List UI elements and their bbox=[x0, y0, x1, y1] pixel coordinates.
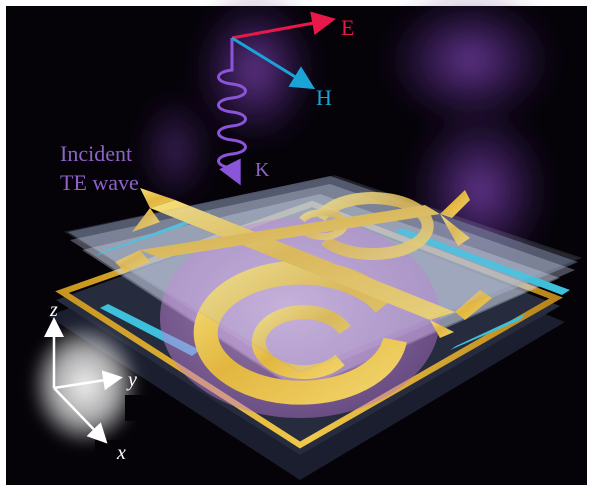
top-glass-plate bbox=[63, 175, 583, 373]
x-axis-arrow bbox=[53, 387, 108, 444]
incident-label-line2: TE wave bbox=[60, 170, 139, 195]
incident-wave bbox=[217, 11, 336, 186]
purple-haze bbox=[135, 0, 560, 280]
e-field-arrow bbox=[231, 11, 336, 40]
incident-label-line1: Incident bbox=[60, 141, 132, 166]
h-field-label: H bbox=[316, 85, 332, 110]
axis-y-label: y bbox=[126, 369, 137, 391]
e-field-label: E bbox=[341, 15, 354, 40]
k-vector-label: K bbox=[255, 159, 270, 181]
axis-z-label: z bbox=[49, 299, 58, 321]
h-field-arrow bbox=[231, 36, 316, 90]
axis-x-label: x bbox=[116, 442, 126, 464]
x-resonator bbox=[115, 188, 492, 338]
coordinate-axes bbox=[30, 317, 151, 464]
y-axis-arrow bbox=[53, 370, 123, 391]
